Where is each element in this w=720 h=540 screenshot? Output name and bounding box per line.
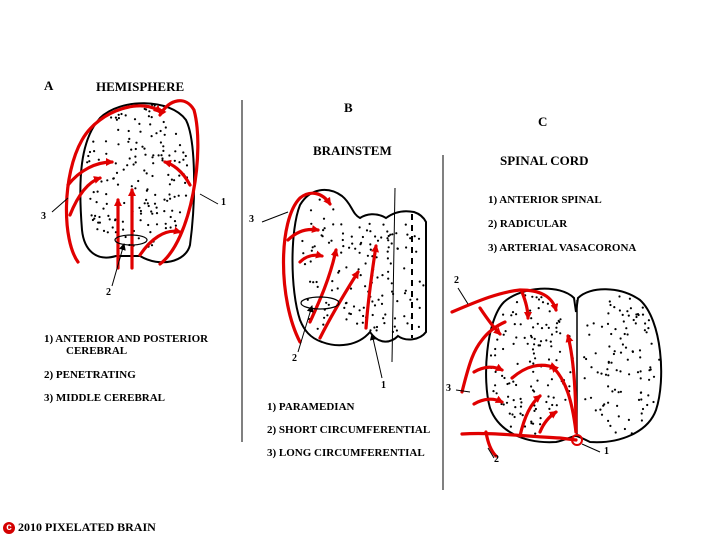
panel-b-legend-2: 2) SHORT CIRCUMFERENTIAL: [267, 424, 431, 436]
hemisphere-drawing: [51, 99, 219, 287]
callout-line-c3: [455, 389, 471, 393]
panel-b-callout-1: 1: [381, 380, 386, 391]
panel-c-callout-2-bottom: 2: [494, 454, 499, 465]
callout-line-c2-top: [457, 287, 469, 305]
panel-c-letter: C: [538, 114, 548, 129]
panel-c-legend-1: 1) ANTERIOR SPINAL: [488, 194, 602, 206]
panel-a-legend-1b: CEREBRAL: [66, 345, 128, 357]
brainstem-midline: [391, 187, 396, 363]
brainstem-ring: [300, 296, 340, 310]
callout-line-a1: [199, 193, 219, 205]
panel-b-legend-1: 1) PARAMEDIAN: [267, 401, 355, 413]
panel-a-legend-1: 1) ANTERIOR AND POSTERIOR: [44, 333, 209, 345]
panel-b-legend-3: 3) LONG CIRCUMFERENTIAL: [267, 447, 425, 459]
panel-c-callout-2-top: 2: [454, 275, 459, 286]
panel-a-legend-3: 3) MIDDLE CEREBRAL: [44, 392, 166, 404]
spinal-cord-arteries: [450, 288, 578, 458]
brainstem-drawing: [261, 187, 427, 379]
callout-line-b1: [369, 333, 383, 379]
panel-b-callout-2: 2: [292, 353, 297, 364]
brainstem-arteries: [281, 191, 380, 344]
callout-line-b2: [297, 305, 314, 353]
hemisphere-stipple: [86, 103, 189, 248]
panel-b-callout-3: 3: [249, 214, 254, 225]
panel-c-callout-3: 3: [446, 383, 451, 394]
callout-line-b3: [261, 211, 289, 223]
panel-b-letter: B: [344, 100, 353, 115]
spinal-cord-stipple: [489, 294, 661, 435]
panel-a-callout-2: 2: [106, 287, 111, 298]
panel-a-callout-3: 3: [41, 211, 46, 222]
hemisphere-outline: [79, 102, 196, 264]
brainstem-stipple: [301, 198, 425, 333]
spinal-cord-drawing: [450, 287, 663, 459]
panel-b-title: BRAINSTEM: [313, 143, 392, 158]
panel-a-legend-2: 2) PENETRATING: [44, 369, 136, 381]
panel-c-legend-3: 3) ARTERIAL VASACORONA: [488, 242, 637, 254]
panel-c-legend-2: 2) RADICULAR: [488, 218, 568, 230]
panel-a-title: HEMISPHERE: [96, 79, 185, 94]
anterior-spinal-artery-dot: [571, 434, 583, 446]
callout-line-c2-bottom: [487, 447, 495, 459]
panel-c-callout-1: 1: [604, 446, 609, 457]
copyright-text: 2010 PIXELATED BRAIN: [18, 520, 156, 534]
penetrating-ring: [114, 234, 148, 246]
panel-a-callout-1: 1: [221, 197, 226, 208]
callout-line-a3: [51, 197, 69, 213]
callout-line-c1: [581, 443, 601, 453]
hemisphere-arteries: [64, 99, 200, 270]
panel-c-title: SPINAL CORD: [500, 153, 589, 168]
panel-a-letter: A: [44, 78, 54, 93]
callout-line-a2: [111, 243, 126, 287]
copyright-footer: c 2010 PIXELATED BRAIN: [3, 520, 156, 535]
copyright-icon: c: [3, 521, 15, 534]
brainstem-outline: [291, 188, 427, 347]
